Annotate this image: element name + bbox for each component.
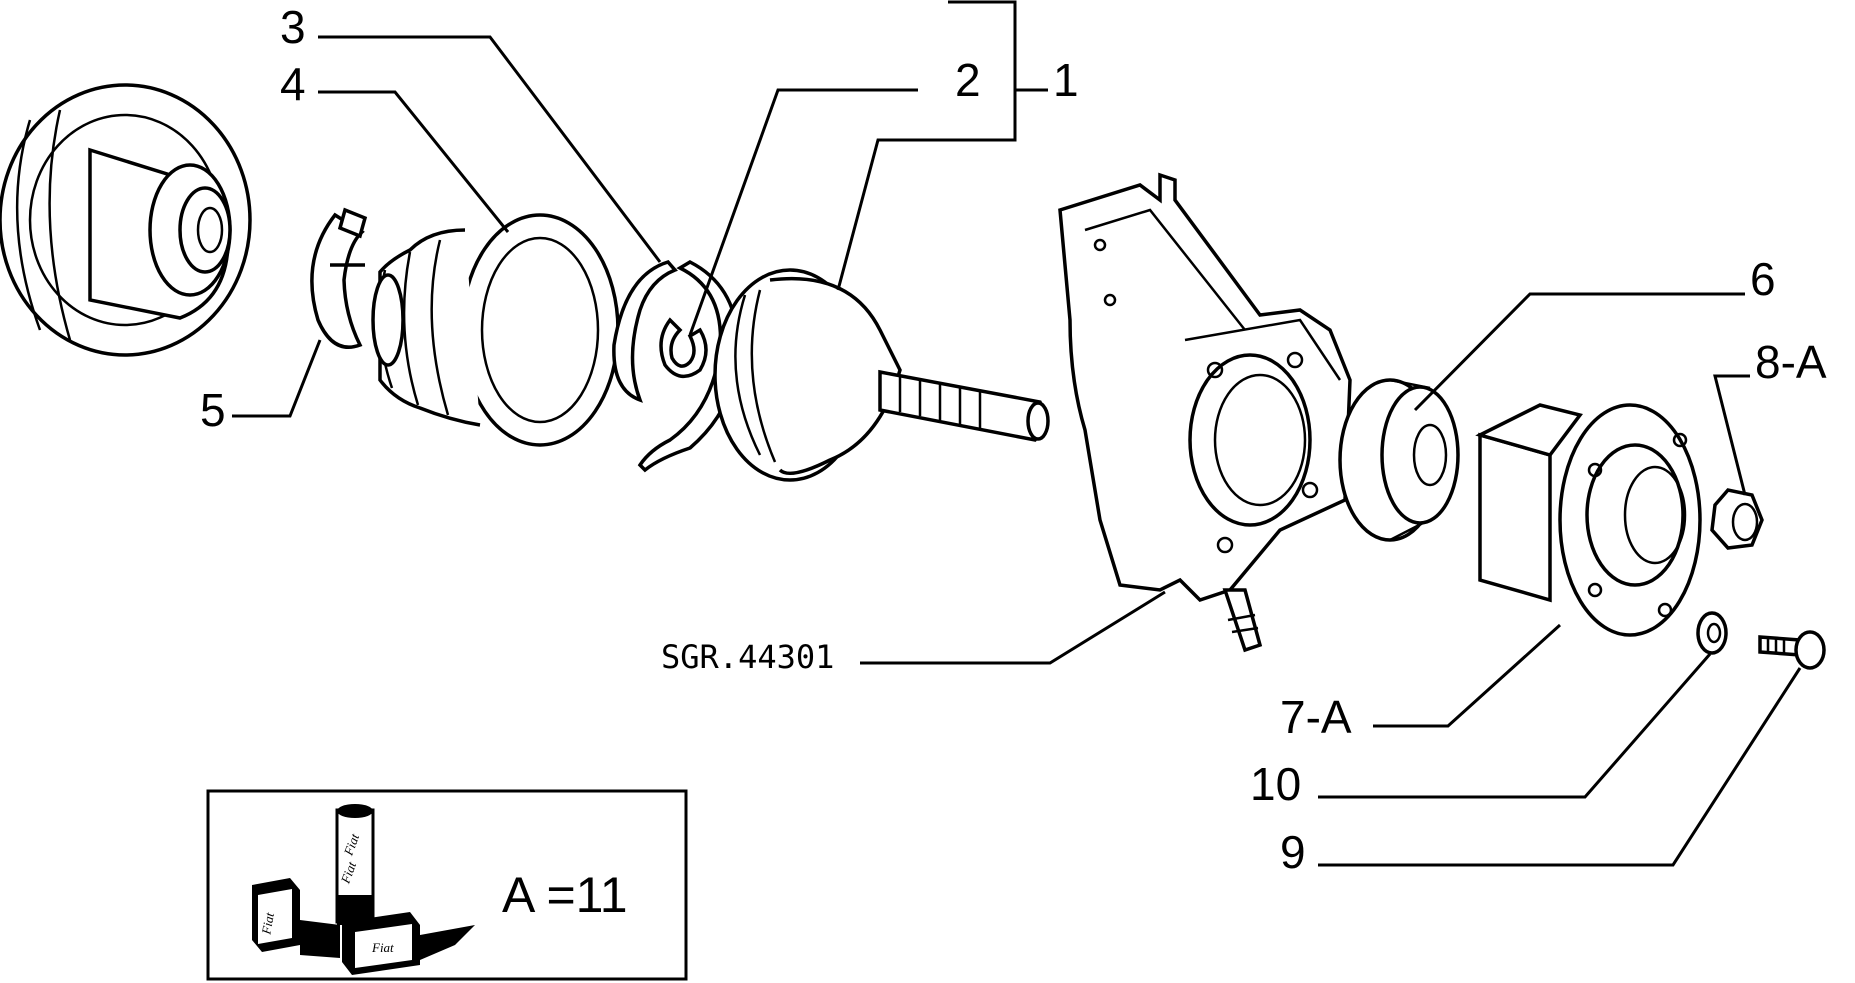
callout-7-a: 7-A xyxy=(1280,691,1352,743)
callout-2: 2 xyxy=(955,54,981,106)
part-8-nut xyxy=(1710,488,1764,550)
callout-1: 1 xyxy=(1053,54,1079,106)
leader-lines xyxy=(232,0,1802,867)
part-2-circlip xyxy=(659,317,708,379)
inner-joint-housing xyxy=(0,83,252,357)
part-5-retaining-clip xyxy=(310,207,368,349)
part-10-washer xyxy=(1696,611,1728,655)
lubricant-product-icon: Fiat Fiat Fiat Fiat xyxy=(252,804,475,975)
drawing-code: SGR.44301 xyxy=(661,638,834,676)
part-4-boot xyxy=(371,213,620,447)
part-9-bolt xyxy=(1758,630,1826,670)
callout-8-a: 8-A xyxy=(1755,336,1827,388)
part-7-wheel-hub xyxy=(1475,403,1702,637)
svg-text:Fiat: Fiat xyxy=(371,940,394,955)
callout-6: 6 xyxy=(1750,253,1776,305)
lubricant-legend: Fiat Fiat Fiat Fiat A =11 xyxy=(206,789,688,981)
callout-3: 3 xyxy=(280,1,306,53)
callout-10: 10 xyxy=(1250,758,1301,810)
part-6-bearing xyxy=(1338,378,1460,542)
svg-text:Fiat: Fiat xyxy=(337,859,359,886)
steering-knuckle xyxy=(1058,172,1352,653)
svg-text:Fiat: Fiat xyxy=(340,831,362,858)
part-1-outer-cv-joint xyxy=(713,268,1050,482)
callout-5: 5 xyxy=(200,384,226,436)
svg-text:Fiat: Fiat xyxy=(258,911,277,936)
legend-text: A =11 xyxy=(502,867,628,923)
callout-9: 9 xyxy=(1280,826,1306,878)
callout-4: 4 xyxy=(280,58,306,110)
